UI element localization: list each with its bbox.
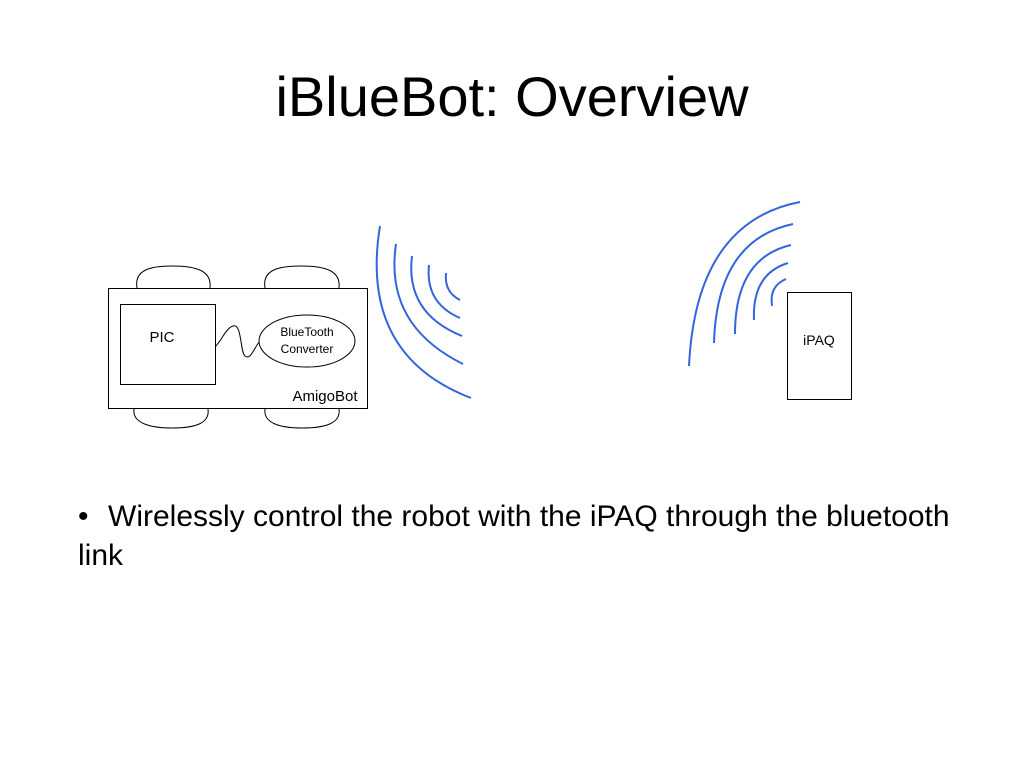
pic-converter-wire xyxy=(214,325,262,358)
slide-title: iBlueBot: Overview xyxy=(275,65,749,128)
ipaq-wave-5 xyxy=(688,201,801,367)
converter-label-line1: BlueTooth xyxy=(280,325,333,339)
robot-wave-2 xyxy=(427,264,461,319)
robot-label: AmigoBot xyxy=(292,388,358,405)
pic-box xyxy=(120,304,216,385)
ipaq-wireless-waves xyxy=(688,201,801,367)
robot-wheel-top-left xyxy=(136,265,211,289)
ipaq-wave-1 xyxy=(770,278,787,307)
robot-wheel-bottom-left xyxy=(133,408,209,429)
pic-label: PIC xyxy=(149,329,174,346)
ipaq-wave-2 xyxy=(752,262,789,321)
robot-wave-5 xyxy=(375,225,472,399)
robot-wave-1 xyxy=(444,272,461,301)
ipaq-wave-4 xyxy=(713,223,794,344)
bullet-text: Wirelessly control the robot with the iP… xyxy=(78,500,950,572)
robot-wheel-bottom-right xyxy=(264,408,340,429)
converter-label-line2: Converter xyxy=(281,342,334,356)
ipaq-device xyxy=(787,292,852,400)
bluetooth-converter xyxy=(258,314,356,368)
bullet-item: •Wirelessly control the robot with the i… xyxy=(78,497,958,575)
ipaq-wave-3 xyxy=(734,244,792,335)
robot-wave-4 xyxy=(393,243,464,365)
robot-wave-3 xyxy=(410,255,463,337)
ipaq-label: iPAQ xyxy=(803,332,835,348)
robot-wheel-top-right xyxy=(264,265,340,289)
bullet-marker: • xyxy=(78,500,89,533)
robot-wireless-waves xyxy=(375,225,472,399)
bullet-list: •Wirelessly control the robot with the i… xyxy=(78,497,958,575)
